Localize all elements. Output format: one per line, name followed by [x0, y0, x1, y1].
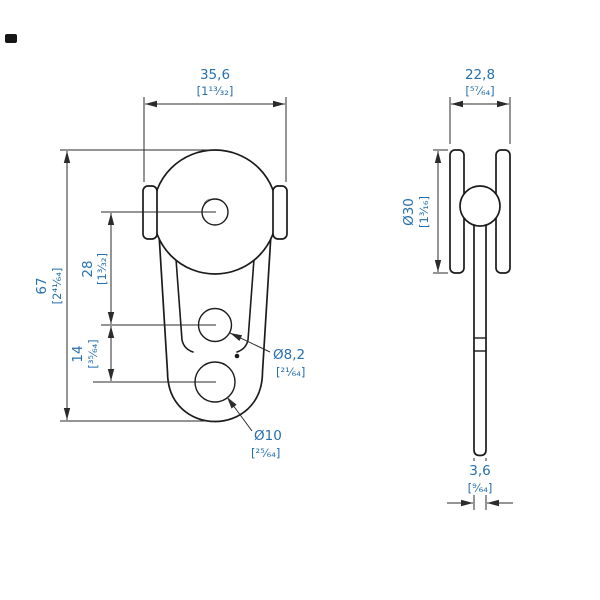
dim-large-hole-metric: Ø10	[254, 428, 282, 444]
dim-height-metric: 67	[34, 277, 50, 294]
dim-strap-thickness-metric: 3,6	[469, 463, 490, 479]
dim-height-imperial: [2⁴¹⁄₆₄]	[50, 268, 64, 305]
dim-side-width-imperial: [⁵⁷⁄₆₄]	[465, 84, 494, 98]
text-mask	[461, 461, 499, 495]
dim-sheave-dia-imperial: [1³⁄₁₆]	[417, 196, 431, 228]
dim-14-metric: 14	[70, 345, 86, 362]
corner-artifact	[5, 34, 17, 43]
dim-28-imperial: [1³⁄₃₂]	[95, 253, 109, 285]
side-view: 22,8 [⁵⁷⁄₆₄] Ø30 [1³⁄₁₆] 3,6 [⁹⁄₆₄]	[401, 67, 513, 510]
dim-small-hole-imperial: [²¹⁄₆₄]	[276, 365, 305, 379]
dim-large-hole-imperial: [²⁵⁄₆₄]	[251, 446, 280, 460]
front-view: 35,6 [1¹³⁄₃₂] 67 [2⁴¹⁄₆₄] 28 [1³⁄₃₂] 14 …	[34, 67, 305, 460]
axle-tab-right	[272, 185, 288, 240]
dim-small-hole-metric: Ø8,2	[273, 347, 305, 363]
strap-arm-inner-right	[236, 258, 255, 353]
leader-large-hole	[226, 396, 253, 432]
dim-bracket-width-imperial: [1¹³⁄₃₂]	[197, 84, 234, 98]
pin-dot	[234, 353, 240, 359]
strap-arm-inner-left	[175, 258, 194, 353]
dim-side-width-metric: 22,8	[465, 67, 495, 83]
leader-small-hole	[229, 332, 271, 353]
strap-profile	[473, 221, 487, 457]
roller-boss	[459, 185, 501, 227]
dim-sheave-dia-metric: Ø30	[401, 198, 417, 226]
dim-strap-thickness-imperial: [⁹⁄₆₄]	[468, 481, 493, 495]
dim-14-imperial: [³⁵⁄₆₄]	[86, 339, 100, 368]
dim-bracket-width-metric: 35,6	[200, 67, 230, 83]
dim-28-metric: 28	[80, 260, 96, 277]
